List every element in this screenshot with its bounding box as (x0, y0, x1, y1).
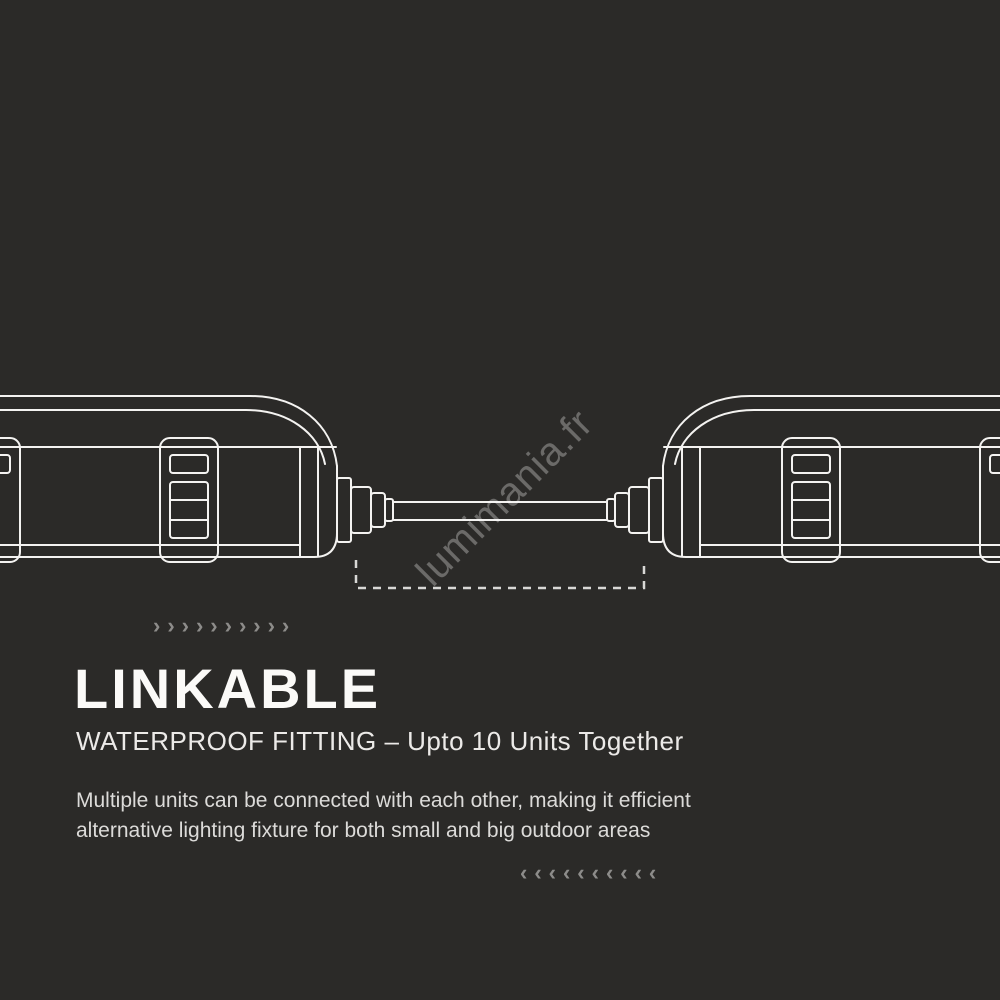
chevrons-left-icon: ‹‹‹‹‹‹‹‹‹‹ (520, 860, 664, 885)
right-fixture (606, 395, 1000, 563)
left-fixture (0, 395, 394, 563)
fixtures-group (0, 395, 1000, 563)
page-title: LINKABLE (74, 657, 382, 720)
dashed-link-bracket (354, 560, 646, 590)
subtitle: WATERPROOF FITTING – Upto 10 Units Toget… (76, 726, 684, 756)
description-line-1: Multiple units can be connected with eac… (76, 789, 691, 812)
chevrons-right-icon: ›››››››››› (153, 613, 297, 638)
description-line-2: alternative lighting fixture for both sm… (76, 819, 651, 843)
link-cable (392, 501, 608, 521)
description-text: Multiple units can be connected with eac… (76, 786, 691, 847)
